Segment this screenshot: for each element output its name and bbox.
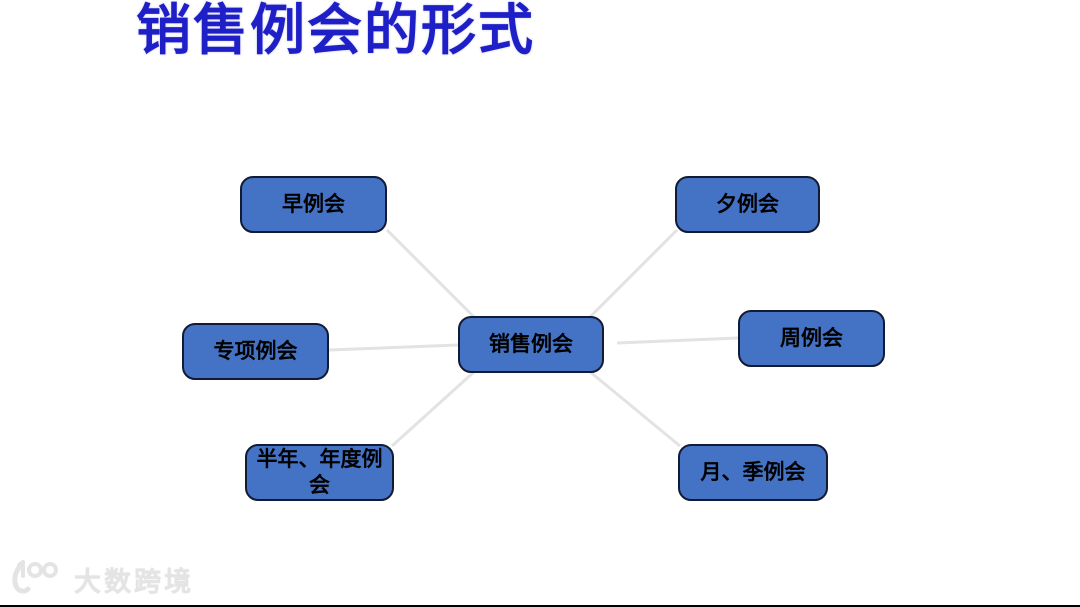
- connector-evening: [587, 228, 679, 320]
- connector-halfyear: [390, 369, 477, 448]
- bottom-border-line: [0, 605, 1080, 607]
- diagram-node-weekly-meeting: 周例会: [738, 310, 885, 367]
- diagram-node-month-quarter-meeting: 月、季例会: [678, 444, 828, 501]
- diagram-node-special-meeting: 专项例会: [182, 323, 329, 380]
- brand-100-swoosh-icon: [12, 560, 58, 594]
- diagram-node-center-sales-meeting: 销售例会: [458, 316, 604, 373]
- diagram-node-halfyear-annual-meeting: 半年、年度例会: [245, 444, 394, 501]
- watermark-brand-text: 大数跨境: [74, 566, 194, 598]
- diagram-node-morning-meeting: 早例会: [240, 176, 387, 233]
- connector-monthly: [588, 369, 681, 448]
- connector-morning: [385, 228, 477, 320]
- connector-weekly: [616, 336, 739, 345]
- watermark: 大数跨境: [8, 558, 194, 600]
- slide-title: 销售例会的形式: [136, 0, 536, 62]
- connector-special: [328, 343, 459, 352]
- diagram-node-evening-meeting: 夕例会: [675, 176, 820, 233]
